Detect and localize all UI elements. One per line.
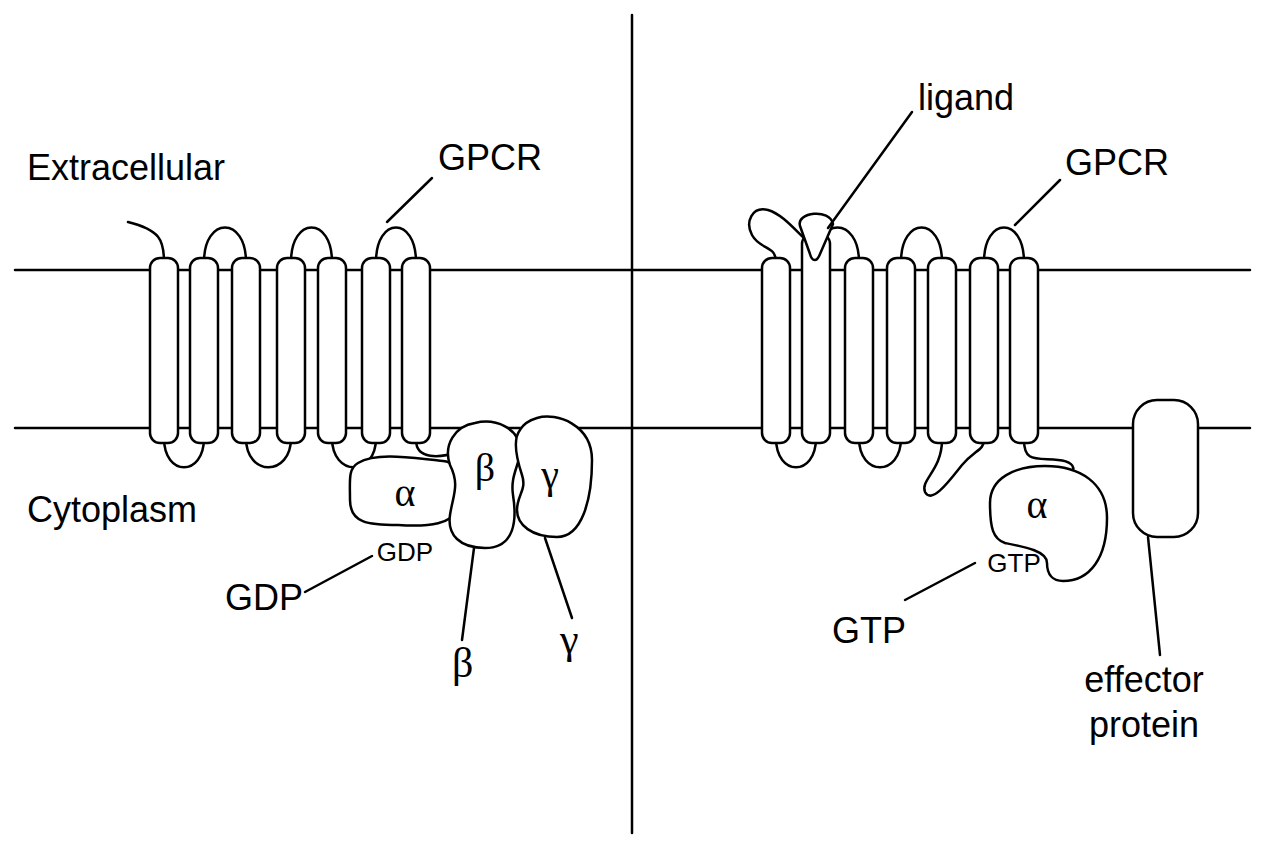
subunit-shape [448,422,520,548]
leader-line [545,538,572,618]
receptor-loop [984,228,1024,263]
receptor-helices [150,258,430,443]
helix [150,258,178,443]
n-terminus [749,209,806,262]
panel-divider [631,15,634,833]
g-gamma-subunit: γ [512,415,594,540]
helix [887,258,915,443]
leader-line [905,563,975,600]
leader-line [305,556,372,592]
region-label: Extracellular [27,150,225,186]
region-label: Cytoplasm [27,492,197,528]
g-beta-subunit: β [445,420,523,550]
nucleotide-label: GTP [987,550,1040,576]
subunit-symbol: β [475,448,495,488]
receptor-helices [762,234,1038,443]
receptor-loop [376,228,416,263]
receptor-loop [291,228,332,263]
receptor-label: GPCR [438,140,542,176]
leader-line [1148,537,1160,655]
leader-line [1015,180,1060,225]
nucleotide-label: GTP [832,613,906,649]
nucleotide-label: GDP [377,539,433,565]
effector-label: effector protein [1074,657,1214,747]
effector-protein-shape [1133,400,1198,537]
receptor-label: GPCR [1065,145,1169,181]
helix [802,234,830,443]
leader-line [828,112,912,228]
subunit-label: β [452,642,473,684]
helix [1010,258,1038,443]
receptor-loop [204,228,246,263]
subunit-shape [350,457,463,526]
helix [362,258,390,443]
subunit-symbol: α [395,473,416,513]
subunit-symbol: γ [541,455,559,495]
ligand-shape [800,214,833,260]
leader-line [462,548,474,640]
helix [232,258,260,443]
helix [845,258,873,443]
ligand-label: ligand [918,80,1014,116]
receptor-loop [901,228,942,263]
subunit-label: γ [560,618,579,660]
g-alpha-subunit: αGTP [985,463,1110,583]
helix [318,258,346,443]
subunit-symbol: α [1027,485,1048,525]
g-alpha-subunit: αGDP [348,455,466,567]
leader-line [387,178,432,222]
receptor-loop [924,440,984,496]
helix [402,258,430,443]
nucleotide-label: GDP [225,580,303,616]
n-terminus [128,222,164,262]
helix [970,258,998,443]
subunit-shape [516,417,592,537]
helix [190,258,218,443]
helix [762,258,790,443]
helix [277,258,305,443]
helix [928,258,956,443]
